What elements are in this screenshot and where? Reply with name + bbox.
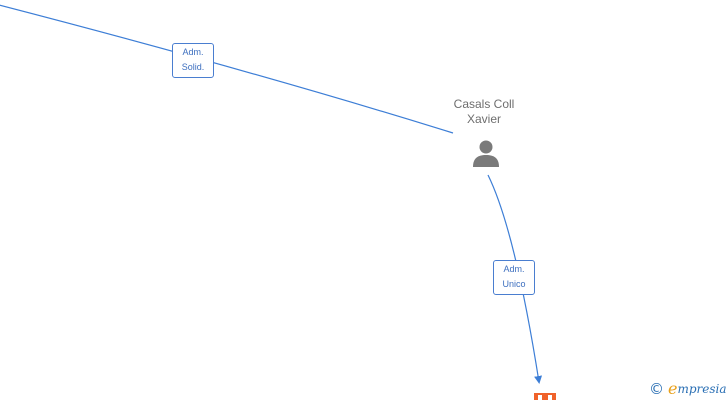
edge-label-adm-solid[interactable]: Adm. Solid. [172,43,214,78]
person-name[interactable]: Casals Coll Xavier [436,97,532,127]
person-icon[interactable] [471,138,501,168]
edge-label-line1: Adm. [503,264,525,274]
edge-label-line2: Unico [502,279,526,289]
edge-label-line1: Adm. [182,47,204,57]
edge-adm-solid[interactable] [0,4,454,134]
person-name-line1[interactable]: Casals Coll [453,97,515,111]
edge-label-adm-unico[interactable]: Adm. Unico [493,260,535,295]
person-name-line2[interactable]: Xavier [466,112,501,126]
copyright-icon: © [649,380,664,398]
building-icon[interactable] [534,393,556,400]
edge-adm-unico[interactable] [487,174,543,384]
edge-label-line2: Solid. [181,62,205,72]
brand-watermark: © e mpresia [649,379,727,399]
brand-initial: e [668,379,678,398]
brand-name: mpresia [677,382,727,396]
